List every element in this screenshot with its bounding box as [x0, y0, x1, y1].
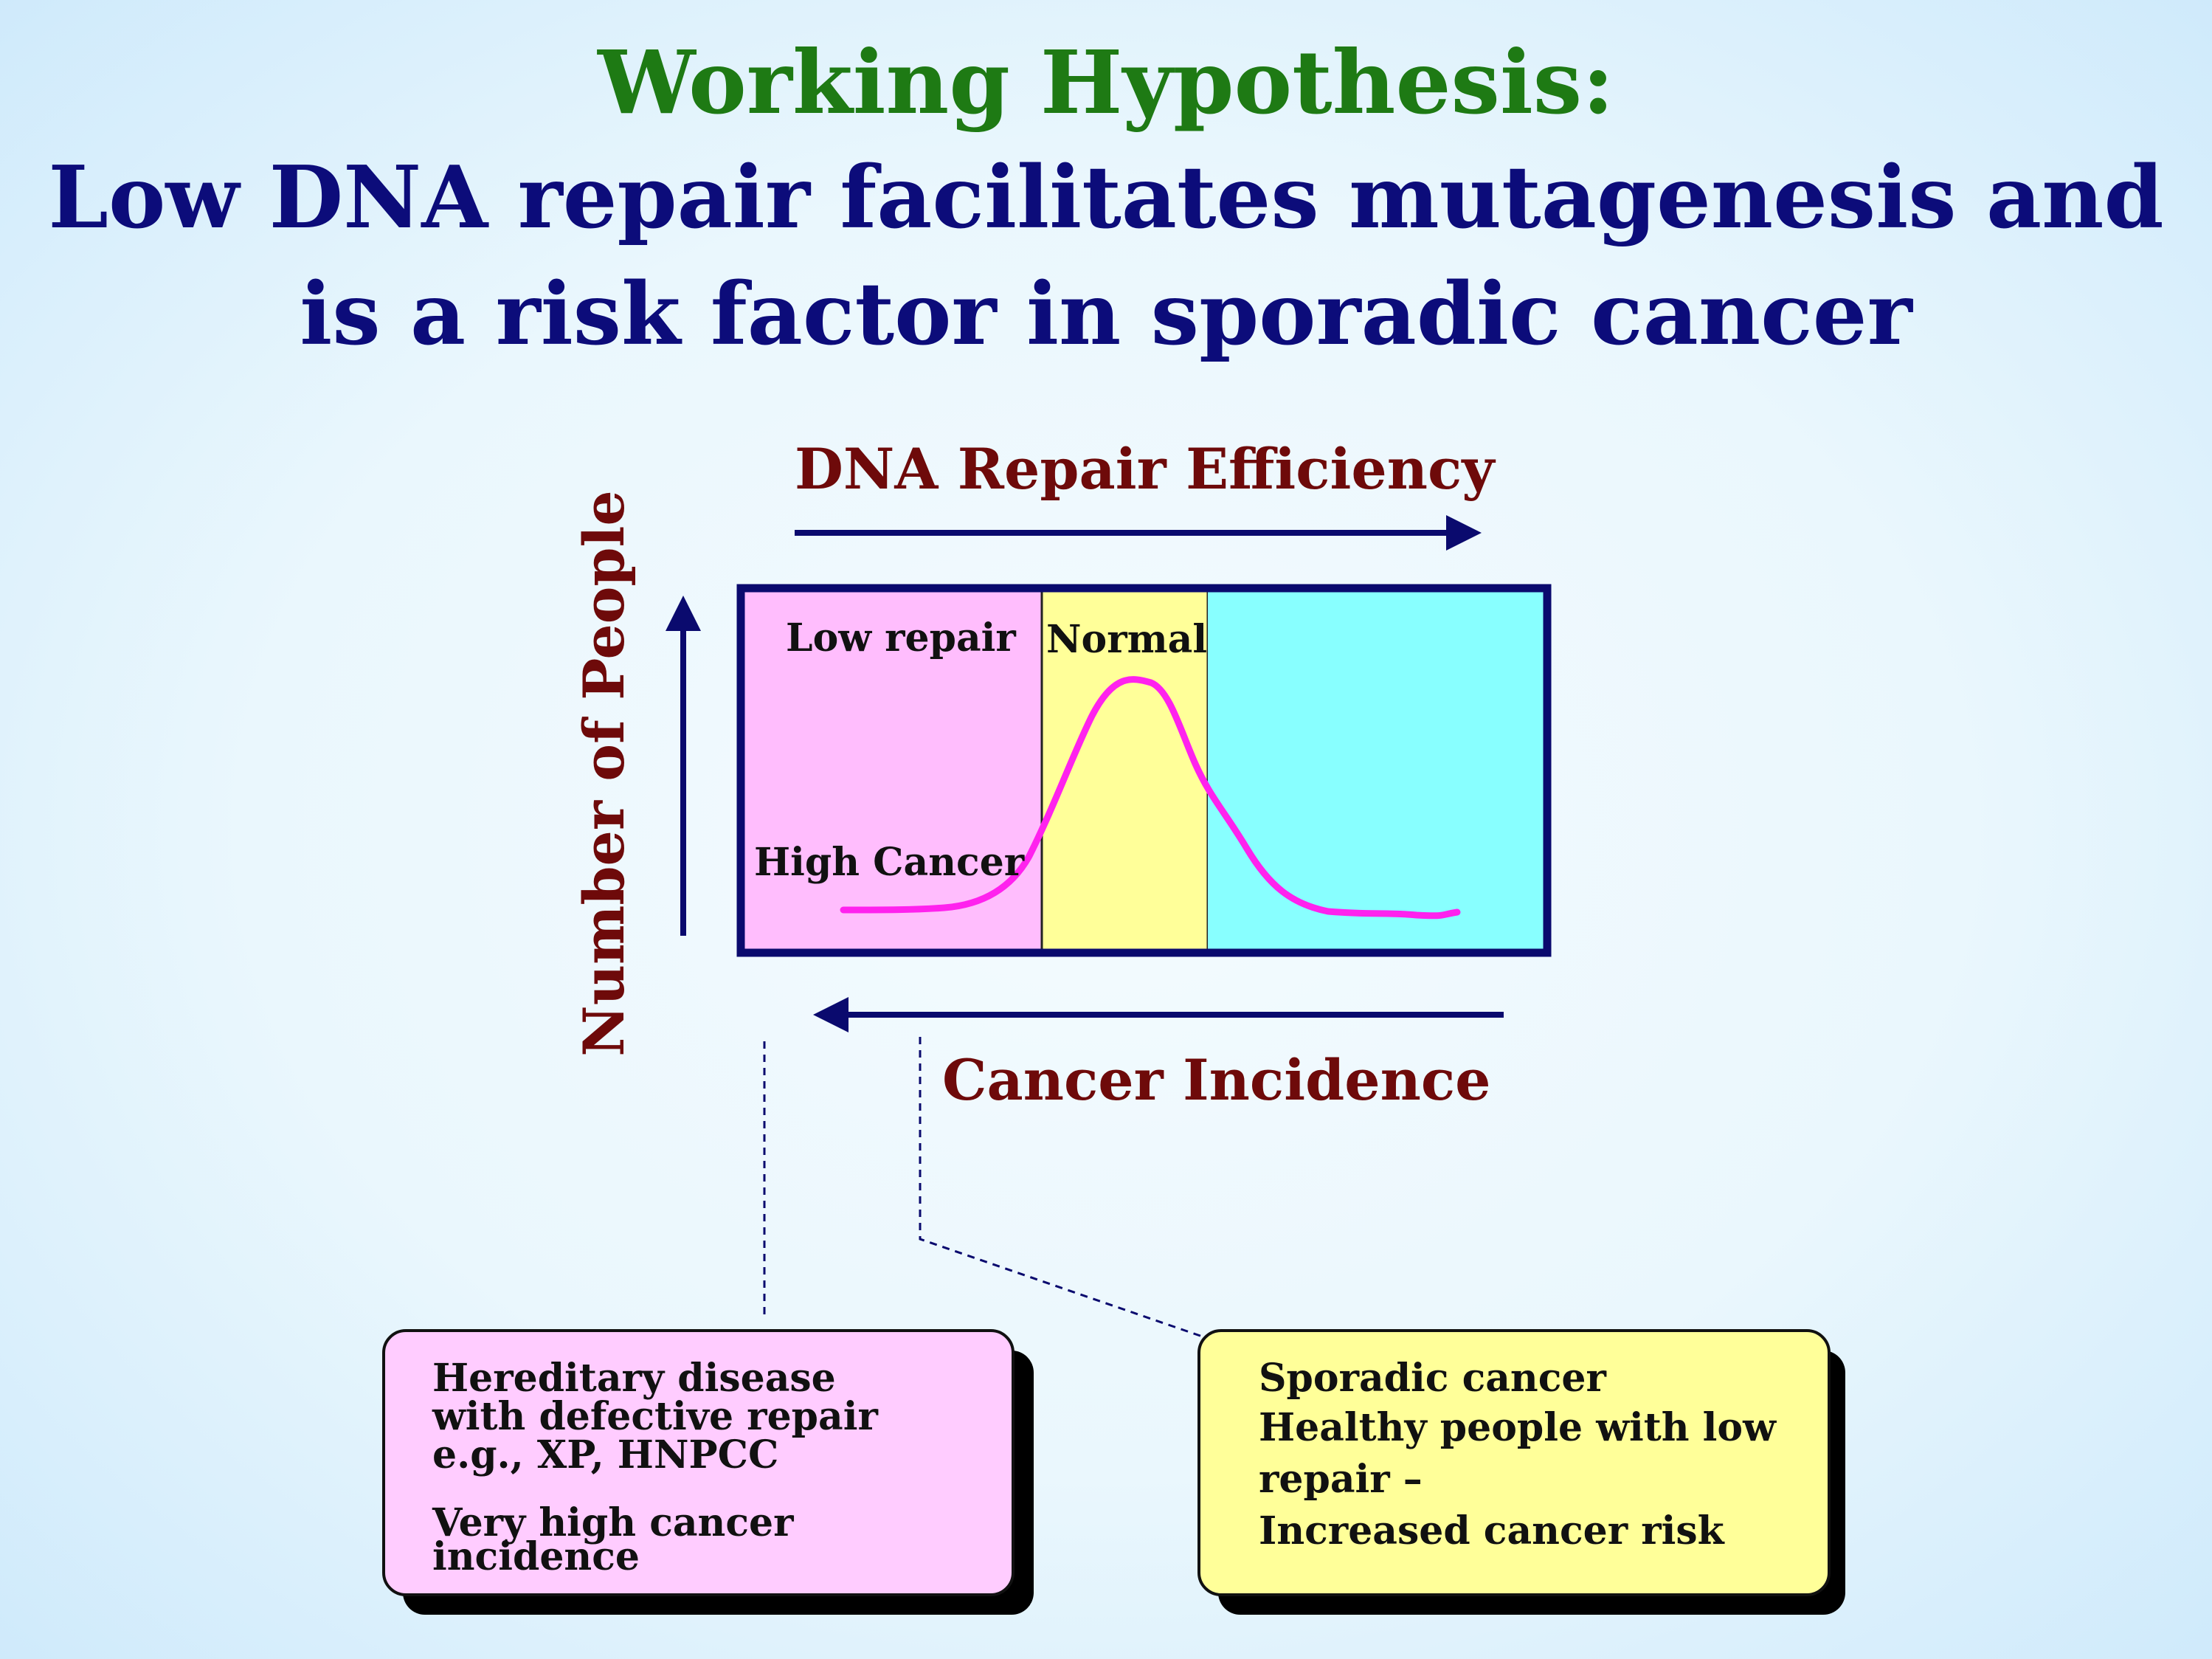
- cancer-incidence-label: Cancer Incidence: [942, 1047, 1490, 1113]
- slide-subtitle-line2: is a risk factor in sporadic cancer: [300, 264, 1912, 365]
- normal-label: Normal: [1046, 617, 1207, 662]
- repair-efficiency-label: DNA Repair Efficiency: [795, 436, 1496, 502]
- callout-right-line: Healthy people with low: [1259, 1405, 1777, 1450]
- callout-left-box: [382, 1329, 1015, 1596]
- callout-right-line: Sporadic cancer: [1259, 1356, 1606, 1401]
- callout-left-line: with defective repair: [432, 1394, 878, 1439]
- slide-subtitle-line1: Low DNA repair facilitates mutagenesis a…: [48, 148, 2164, 248]
- callout-left-line: incidence: [432, 1534, 640, 1579]
- callout-right-line: repair –: [1259, 1457, 1423, 1502]
- distribution-curve: [840, 676, 1461, 920]
- high-cancer-label: High Cancer: [754, 840, 1025, 885]
- number-of-people-label: Number of People: [571, 490, 637, 1057]
- diagram-frame: [736, 584, 1552, 957]
- callout-left-line: e.g., XP, HNPCC: [432, 1432, 778, 1477]
- slide-title: Working Hypothesis:: [598, 31, 1614, 134]
- callout-right-line: Increased cancer risk: [1259, 1508, 1725, 1553]
- connector-right: [919, 1037, 1214, 1342]
- callout-right-box: [1197, 1329, 1831, 1596]
- high-repair-region: [1208, 588, 1547, 953]
- callout-left-line: Hereditary disease: [432, 1356, 836, 1401]
- callout-left-line: Very high cancer: [432, 1500, 794, 1545]
- low-repair-label: Low repair: [786, 615, 1016, 661]
